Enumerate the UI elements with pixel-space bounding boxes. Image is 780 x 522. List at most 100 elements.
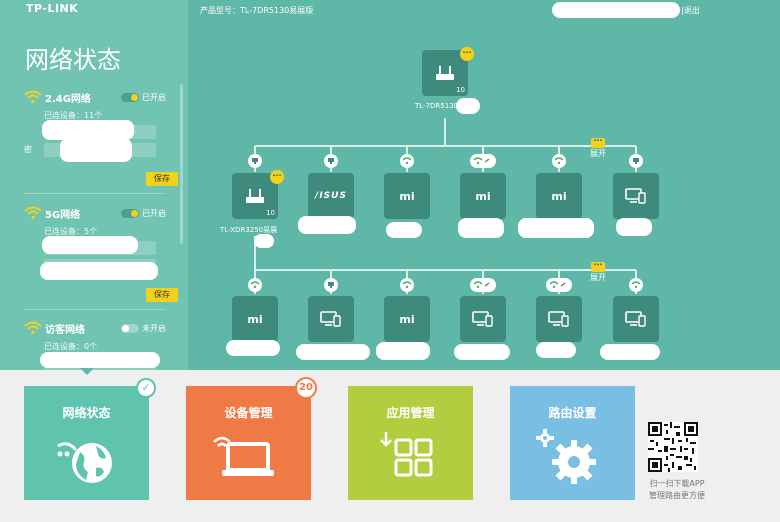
wifi-link-icon: [470, 278, 496, 292]
redacted-text: [458, 218, 504, 238]
tile-network-status[interactable]: 网络状态 ✓: [24, 378, 156, 500]
logout-link[interactable]: |退出: [681, 6, 700, 15]
guest-wifi-device-count: 已连设备：0个: [44, 342, 98, 351]
tile-router-settings[interactable]: 路由设置: [510, 386, 635, 500]
asus-logo: /ISUS: [315, 191, 347, 201]
wifi-icon: [24, 90, 42, 104]
redacted-text: [226, 340, 280, 356]
sub-router-label: TL-XDR3250易展: [220, 226, 278, 234]
wifi-5g-name: 5G网络: [45, 209, 81, 221]
tile-device-management[interactable]: 设备管理 20: [186, 377, 317, 500]
wifi-24g-toggle[interactable]: 已开启: [121, 92, 166, 103]
redacted-text: [42, 120, 134, 140]
computer-phone-icon: [472, 311, 493, 327]
tile-app-management[interactable]: 应用管理: [348, 386, 473, 500]
product-model: 产品型号：TL-7DR5130易展版: [200, 6, 314, 15]
wifi-connection-icon: [552, 154, 566, 168]
lan-icon: [629, 154, 643, 168]
router-icon: [436, 66, 454, 80]
root-router-node[interactable]: 10: [422, 50, 468, 96]
tp-link-logo: TP-LINK: [26, 2, 79, 15]
redacted-text: [600, 344, 660, 360]
qr-caption-line1: 扫一扫下载APP: [649, 479, 705, 488]
tile-network-status-label: 网络状态: [62, 406, 111, 420]
wifi-connection-icon: [400, 278, 414, 292]
device-node-mi[interactable]: mi: [536, 173, 582, 219]
lan-icon: [324, 278, 338, 292]
password-label: 密: [24, 145, 32, 154]
device-node-computer[interactable]: [460, 296, 506, 342]
redacted-text: [386, 222, 422, 238]
redacted-text: [298, 216, 356, 234]
connected-count: 10: [456, 86, 465, 94]
root-router-label: TL-7DR5130: [415, 102, 459, 110]
redacted-text: [40, 352, 160, 368]
sidebar-scrollbar[interactable]: [180, 84, 183, 244]
save-button-5g[interactable]: 保存: [146, 288, 178, 302]
mi-logo: mi: [247, 312, 263, 326]
apps-grid-icon: [380, 432, 433, 477]
connected-count: 10: [266, 209, 275, 217]
mi-logo: mi: [399, 189, 415, 203]
device-node-computer[interactable]: [536, 296, 582, 342]
redacted-text: [518, 218, 594, 238]
globe-icon: [57, 442, 112, 483]
page-title: 网络状态: [25, 46, 121, 74]
expand-dots-icon: ···: [591, 261, 605, 272]
tile-device-management-label: 设备管理: [224, 406, 273, 420]
wifi-connection-icon: [400, 154, 414, 168]
device-node-mi[interactable]: mi: [384, 173, 430, 219]
guest-wifi-name: 访客网络: [45, 324, 85, 336]
redacted-text: [254, 234, 274, 248]
redacted-text: [60, 138, 132, 162]
wifi-icon: [24, 321, 42, 335]
expand-button-row2[interactable]: ···展开: [590, 261, 606, 283]
computer-phone-icon: [548, 311, 569, 327]
redacted-text: [296, 344, 370, 360]
computer-phone-icon: [320, 311, 341, 327]
redacted-text: [454, 344, 510, 360]
expand-label: 展开: [590, 149, 606, 158]
expand-dots-icon: ···: [591, 137, 605, 148]
lan-icon: [324, 154, 338, 168]
wifi-connection-icon: [629, 278, 643, 292]
wifi-24g-name: 2.4G网络: [45, 93, 91, 105]
device-node-mi[interactable]: mi: [460, 173, 506, 219]
device-node-computer[interactable]: [613, 296, 659, 342]
laptop-icon: [213, 436, 274, 476]
qr-caption-line2: 管理路由更方便: [649, 491, 705, 500]
redacted-text: [42, 236, 138, 254]
lan-icon: [248, 154, 262, 168]
guest-wifi-toggle[interactable]: 未开启: [121, 323, 166, 334]
gear-icon: [536, 429, 596, 484]
guest-wifi-status: 未开启: [142, 323, 166, 333]
device-node-computer[interactable]: [613, 173, 659, 219]
device-node-mi[interactable]: mi: [384, 296, 430, 342]
wifi-icon: [24, 206, 42, 220]
computer-phone-icon: [625, 311, 646, 327]
qr-caption: 扫一扫下载APP 管理路由更方便: [642, 478, 712, 502]
tile-app-management-label: 应用管理: [386, 406, 435, 420]
device-node-mi[interactable]: mi: [232, 296, 278, 342]
wifi-5g-device-count: 已连设备：5个: [44, 227, 98, 236]
tile-router-settings-label: 路由设置: [548, 406, 597, 420]
mi-logo: mi: [399, 312, 415, 326]
wifi-5g-toggle[interactable]: 已开启: [121, 208, 166, 219]
device-count-badge: 20: [295, 377, 317, 399]
root-menu-button[interactable]: ···: [460, 47, 474, 61]
active-check-icon: ✓: [136, 378, 156, 398]
save-button-24g[interactable]: 保存: [146, 172, 178, 186]
router-icon: [246, 189, 264, 203]
mi-logo: mi: [551, 189, 567, 203]
redacted-text: [376, 342, 430, 360]
sub-router-menu-button[interactable]: ···: [270, 170, 284, 184]
redacted-text: [616, 218, 652, 236]
wifi-24g-status: 已开启: [142, 92, 166, 102]
device-node-asus[interactable]: /ISUS: [308, 173, 354, 219]
device-node-computer[interactable]: [308, 296, 354, 342]
mi-logo: mi: [475, 189, 491, 203]
wifi-connection-icon: [248, 278, 262, 292]
redacted-text: [40, 262, 158, 280]
divider: [24, 193, 166, 194]
expand-button-row1[interactable]: ···展开: [590, 137, 606, 159]
